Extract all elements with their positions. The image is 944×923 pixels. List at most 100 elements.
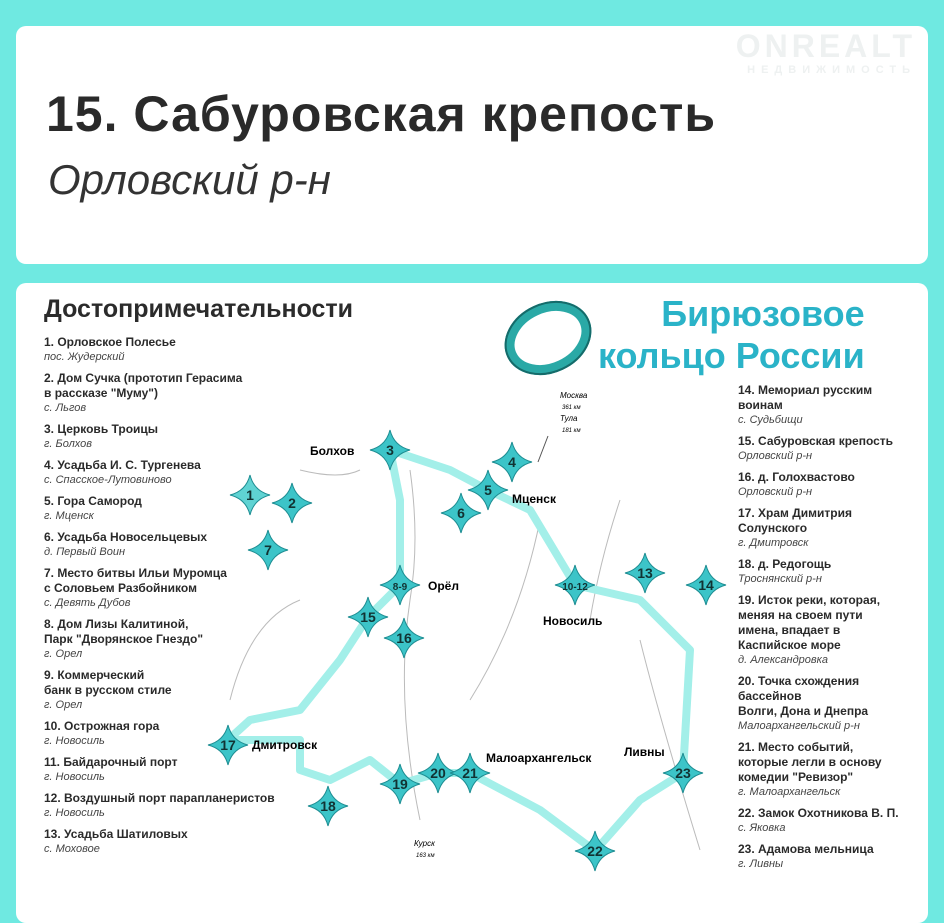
attraction-name: 17. Храм Димитрия Солунского — [738, 506, 852, 535]
star-marker-icon — [491, 441, 533, 483]
marker-2[interactable]: 2 — [271, 482, 313, 524]
marker-label: 22 — [587, 843, 603, 859]
marker-label: 16 — [396, 630, 412, 646]
attraction-item: 5. Гора Самород г. Мценск — [44, 494, 294, 524]
marker-label: 13 — [637, 565, 653, 581]
attraction-name: 14. Мемориал русским воинам — [738, 383, 873, 412]
marker-17[interactable]: 17 — [207, 724, 249, 766]
star-marker-icon — [440, 492, 482, 534]
marker-20[interactable]: 20 — [417, 752, 459, 794]
attraction-location: г. Болхов — [44, 438, 93, 450]
star-marker-icon — [383, 617, 425, 659]
distance-label: Тула — [560, 414, 578, 423]
star-marker-icon — [624, 552, 666, 594]
marker-3[interactable]: 3 — [369, 429, 411, 471]
attraction-location: Малоархангельский р-н — [738, 720, 860, 732]
page-subtitle: Орловский р-н — [48, 156, 331, 203]
logo-line1: Бирюзовое — [661, 293, 865, 334]
star-marker-icon — [467, 469, 509, 511]
star-marker-icon — [369, 429, 411, 471]
logo-line2: кольцо России — [598, 335, 865, 376]
marker-label: 1 — [246, 487, 254, 503]
attraction-item: 19. Исток реки, которая, меняя на своем … — [738, 593, 924, 668]
star-marker-icon — [574, 830, 616, 872]
marker-23[interactable]: 23 — [662, 752, 704, 794]
attraction-name: 4. Усадьба И. С. Тургенева — [44, 458, 201, 472]
marker-label: 4 — [508, 454, 516, 470]
marker-13[interactable]: 13 — [624, 552, 666, 594]
attraction-item: 20. Точка схождения бассейнов Волги, Дон… — [738, 674, 924, 734]
star-marker-icon — [379, 564, 421, 606]
attraction-item: 7. Место битвы Ильи Муромца с Соловьем Р… — [44, 566, 294, 611]
attraction-location: г. Мценск — [44, 510, 94, 522]
attraction-name: 3. Церковь Троицы — [44, 422, 159, 436]
attraction-location: г. Малоархангельск — [738, 786, 841, 798]
attraction-location: г. Ливны — [738, 858, 784, 870]
marker-19[interactable]: 19 — [379, 763, 421, 805]
distance-label: Курск — [414, 839, 436, 848]
attraction-location: г. Новосиль — [44, 771, 105, 783]
city-label: Дмитровск — [252, 738, 318, 752]
marker-7[interactable]: 7 — [247, 529, 289, 571]
attraction-name: 2. Дом Сучка (прототип Герасима в расска… — [44, 371, 243, 400]
city-label: Орёл — [428, 579, 459, 593]
city-label: Мценск — [512, 492, 557, 506]
watermark-subtext: НЕДВИЖИМОСТЬ — [747, 64, 916, 76]
marker-label: 8-9 — [393, 582, 408, 593]
attraction-name: 18. д. Редогощь — [738, 557, 832, 571]
page-title: 15. Сабуровская крепость — [46, 86, 717, 142]
marker-6[interactable]: 6 — [440, 492, 482, 534]
marker-21[interactable]: 21 — [449, 752, 491, 794]
marker-label: 3 — [386, 442, 394, 458]
star-marker-icon — [449, 752, 491, 794]
marker-22[interactable]: 22 — [574, 830, 616, 872]
attraction-location: с. Моховое — [44, 843, 100, 855]
marker-10-12[interactable]: 10-12 — [554, 564, 596, 606]
star-marker-icon — [379, 763, 421, 805]
watermark-text: ONREALT — [735, 28, 916, 64]
attraction-location: д. Первый Воин — [44, 546, 126, 558]
attraction-name: 7. Место битвы Ильи Муромца с Соловьем Р… — [44, 566, 227, 595]
attraction-location: Троснянский р-н — [738, 573, 822, 585]
marker-16[interactable]: 16 — [383, 617, 425, 659]
attraction-location: д. Александровка — [738, 654, 828, 666]
star-marker-icon — [662, 752, 704, 794]
attraction-name: 21. Место событий, которые легли в основ… — [738, 740, 882, 784]
attraction-name: 5. Гора Самород — [44, 494, 142, 508]
marker-label: 20 — [430, 765, 446, 781]
marker-18[interactable]: 18 — [307, 785, 349, 827]
marker-label: 17 — [220, 737, 236, 753]
marker-15[interactable]: 15 — [347, 596, 389, 638]
marker-4[interactable]: 4 — [491, 441, 533, 483]
attraction-name: 16. д. Голохвастово — [738, 470, 855, 484]
star-marker-icon — [554, 564, 596, 606]
marker-label: 5 — [484, 482, 492, 498]
star-marker-icon — [307, 785, 349, 827]
section-title: Достопримечательности — [44, 295, 354, 323]
attraction-item: 13. Усадьба Шатиловых с. Моховое — [44, 827, 294, 857]
distance-label: 361 км — [562, 405, 581, 411]
marker-1[interactable]: 1 — [229, 474, 271, 516]
star-marker-icon — [685, 564, 727, 606]
city-label: Малоархангельск — [486, 751, 592, 765]
city-label: Новосиль — [543, 614, 602, 628]
marker-8-9[interactable]: 8-9 — [379, 564, 421, 606]
marker-14[interactable]: 14 — [685, 564, 727, 606]
attraction-name: 13. Усадьба Шатиловых — [44, 827, 188, 841]
marker-label: 19 — [392, 776, 408, 792]
attraction-name: 9. Коммерческий банк в русском стиле — [44, 668, 172, 697]
attraction-name: 22. Замок Охотникова В. П. — [738, 806, 899, 820]
star-marker-icon — [347, 596, 389, 638]
map-card: Достопримечательности Бирюзовое кольцо Р… — [16, 283, 928, 923]
attraction-location: Орловский р-н — [738, 486, 813, 498]
star-marker-icon — [271, 482, 313, 524]
marker-5[interactable]: 5 — [467, 469, 509, 511]
attraction-location: с. Девять Дубов — [44, 597, 131, 609]
direction-line — [537, 435, 549, 463]
